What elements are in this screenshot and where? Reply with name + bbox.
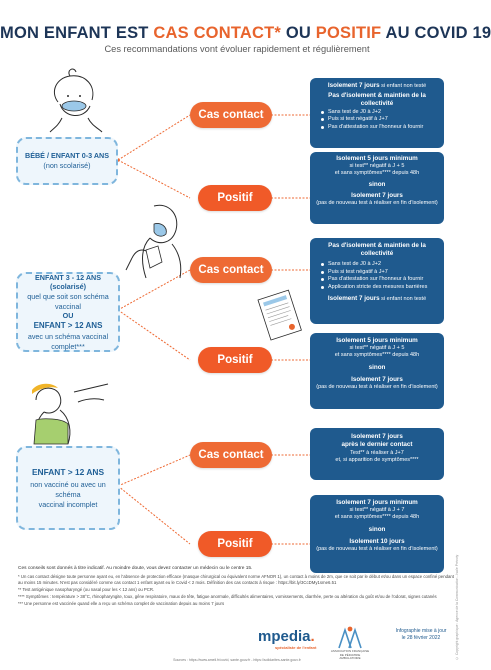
footnote-vaccination: *** Une personne est vaccinée quand elle… (18, 601, 225, 607)
box5-line4: et, si apparition de symptômes**** (335, 456, 419, 463)
box2-line3: et sans symptômes**** depuis 48h (334, 169, 420, 176)
woman-masked-illustration (125, 204, 182, 279)
box5-line1: Isolement 7 jours (351, 433, 403, 440)
afpa-logo (338, 626, 362, 649)
category-child-over12: ENFANT > 12 ANS (33, 321, 103, 331)
child-test-illustration (32, 383, 109, 445)
recommendation-box-3: Pas d'isolement & maintien de la collect… (310, 238, 444, 324)
list-item: Sans test de J0 à J+2 (321, 261, 439, 268)
category-child-3-12: ENFANT 3 - 12 ANS (scolarisé) quel que s… (16, 272, 120, 352)
category-child-or: OU (62, 311, 74, 321)
box4-sinon: sinon (368, 363, 386, 371)
recommendation-box-1: Isolement 7 jours si enfant non testé Pa… (310, 78, 444, 148)
box6-line4: Isolement 10 jours (349, 538, 405, 546)
list-item: Pas d'attestation sur l'honneur à fourni… (321, 124, 439, 131)
copyright: © Copyright graphique : Agence de la Com… (455, 554, 459, 660)
category-child-title: ENFANT 3 - 12 ANS (scolarisé) (34, 272, 102, 292)
box6-line2: si test** négatif à J + 7 (349, 506, 405, 513)
page-title: MON ENFANT EST CAS CONTACT* OU POSITIF A… (0, 24, 491, 42)
box4-line5: (pas de nouveau test à réaliser en fin d… (316, 384, 438, 391)
list-item: Puis si test négatif à J+7 (321, 269, 439, 276)
box4-line2: si test** négatif à J + 5 (349, 344, 405, 351)
list-item: Sans test de J0 à J+2 (321, 109, 439, 116)
footnote-cas-contact: * Un cas contact désigne toute personne … (18, 573, 454, 585)
category-baby-subtitle: (non scolarisé) (43, 161, 91, 170)
list-item: Application stricte des mesures barrière… (321, 284, 439, 291)
category-over12-line3: vaccinal incomplet (38, 499, 98, 509)
category-baby: BÉBÉ / ENFANT 0-3 ANS (non scolarisé) (16, 137, 118, 185)
afpa-tagline: ASSOCIATION FRANÇAISE DE PÉDIATRIE AMBUL… (330, 649, 370, 661)
box1-line2: Pas d'isolement & maintien de la collect… (328, 91, 426, 107)
box1-line1: Isolement 7 jours si enfant non testé (327, 82, 427, 89)
footnotes: Ces conseils sont donnés à titre indicat… (18, 566, 458, 608)
box2-line4: Isolement 7 jours (351, 192, 403, 200)
category-over12-unvaccinated: ENFANT > 12 ANS non vacciné ou avec un s… (16, 446, 120, 530)
box6-line1: Isolement 7 jours minimum (336, 499, 418, 506)
box2-line1: Isolement 5 jours minimum (336, 155, 418, 162)
box2-sinon: sinon (368, 180, 386, 188)
recommendation-box-6: Isolement 7 jours minimum si test** néga… (310, 495, 444, 573)
box5-line3: Test** à réaliser à J+7 (350, 449, 404, 456)
footnote-test: ** Test antigénique nasopharyngé (ou nas… (18, 586, 155, 592)
list-item: Puis si test négatif à J+7 (321, 116, 439, 123)
mpedia-tagline: spécialiste de l'enfant (275, 645, 317, 650)
recommendation-box-5: Isolement 7 jours après le dernier conta… (310, 428, 444, 480)
sources: Sources : https://www.ameli.fr/covid, sa… (173, 658, 301, 662)
baby-illustration (49, 68, 103, 133)
box6-line5: (pas de nouveau test à réaliser en fin d… (316, 546, 438, 553)
update-info-line2: le 28 février 2022 (401, 634, 441, 641)
box4-line3: et sans symptômes**** depuis 48h (334, 351, 420, 358)
mpedia-logo: mpedia. (258, 628, 315, 645)
box5-line2: après le dernier contact (341, 440, 413, 448)
category-child-vaccinated: avec un schéma vaccinal complet*** (27, 331, 109, 351)
box3-line1: Pas d'isolement & maintien de la collect… (328, 242, 426, 257)
category-over12-line2: non vacciné ou avec un schéma (30, 480, 106, 499)
box2-line5: (pas de nouveau test à réaliser en fin d… (316, 200, 438, 207)
box1-list: Sans test de J0 à J+2 Puis si test négat… (321, 109, 439, 132)
pill-cas-contact-1: Cas contact (190, 102, 272, 128)
box3-line2: Isolement 7 jours si enfant non testé (327, 295, 427, 303)
footnote-symptoms: **** Symptômes : température > 38°C, rhi… (18, 594, 437, 600)
pill-cas-contact-2: Cas contact (190, 257, 272, 283)
box4-line1: Isolement 5 jours minimum (336, 337, 418, 344)
category-baby-title: BÉBÉ / ENFANT 0-3 ANS (25, 151, 109, 161)
pill-positif-3: Positif (198, 531, 272, 557)
box4-line4: Isolement 7 jours (351, 376, 403, 384)
pill-positif-1: Positif (198, 185, 272, 211)
list-item: Pas d'attestation sur l'honneur à fourni… (321, 276, 439, 283)
disclaimer: Ces conseils sont donnés à titre indicat… (18, 566, 253, 571)
pill-cas-contact-3: Cas contact (190, 442, 272, 468)
update-info-line1: Infographie mise à jour (395, 628, 447, 634)
box6-sinon: sinon (368, 525, 386, 533)
certificate-illustration (257, 289, 302, 341)
category-child-note: quel que soit son schéma vaccinal (27, 292, 109, 311)
recommendation-box-4: Isolement 5 jours minimum si test** néga… (310, 333, 444, 409)
box6-line3: et sans symptômes**** depuis 48h (334, 513, 420, 520)
box3-list: Sans test de J0 à J+2 Puis si test négat… (321, 261, 439, 292)
page-subtitle: Ces recommandations vont évoluer rapidem… (104, 44, 370, 54)
box2-line2: si test** négatif à J + 5 (349, 162, 405, 169)
category-over12-title: ENFANT > 12 ANS (31, 466, 105, 477)
pill-positif-2: Positif (198, 347, 272, 373)
recommendation-box-2: Isolement 5 jours minimum si test** néga… (310, 152, 444, 224)
update-info: Infographie mise à jour le 28 février 20… (392, 628, 450, 641)
